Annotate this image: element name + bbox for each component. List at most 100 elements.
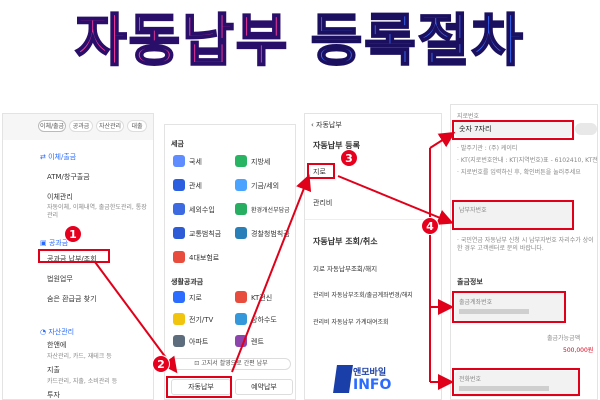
giro-number-label: 지로번호: [457, 113, 480, 120]
phone-number-field[interactable]: 전화번호: [455, 371, 579, 397]
menu-item-invest[interactable]: 투자: [47, 391, 60, 399]
water-icon: [235, 313, 247, 325]
utility-item-apartment[interactable]: 아파트: [189, 338, 209, 346]
menu-item-asset-1-desc: 자산관리, 카드, 재테크 등: [47, 353, 112, 360]
balance-label: 출금가능금액: [547, 335, 581, 342]
tax-item-non-tax[interactable]: 세외수입: [189, 206, 215, 214]
scan-bill-button[interactable]: ⊡ 고지서 촬영으로 간편 납부: [171, 358, 291, 370]
menu-item-expense-desc: 카드관리, 지출, 소비관리 등: [47, 378, 118, 385]
insurance-icon: [173, 251, 185, 263]
logo-mark: [333, 365, 353, 393]
non-tax-icon: [173, 203, 185, 215]
inquiry-item-3[interactable]: 관리비 자동납부 가계대여조회: [313, 319, 389, 326]
back-button[interactable]: ‹ 자동납부: [311, 121, 342, 129]
tax-item-fund[interactable]: 기금/세외: [251, 182, 280, 190]
title-part-2: 등록절차: [310, 8, 525, 75]
tax-header: 세금: [171, 140, 184, 148]
register-item-giro[interactable]: 지로: [313, 168, 326, 176]
highlight-auto-pay: [166, 376, 232, 398]
step-badge-3: 3: [340, 149, 358, 167]
electric-icon: [173, 313, 185, 325]
menu-item-asset-1[interactable]: 한앤에: [47, 341, 67, 349]
section-asset-title: ◔ 자산관리: [40, 328, 75, 336]
inquiry-item-1[interactable]: 지로 자동납부조회/해지: [313, 265, 378, 273]
logo-text-bottom: INFO: [353, 377, 392, 393]
tab-asset[interactable]: 자산관리: [96, 120, 124, 132]
highlight-giro: [307, 163, 335, 179]
step-badge-4: 4: [421, 217, 439, 235]
withdraw-account-field[interactable]: 출금계좌번호: [455, 293, 565, 321]
chevron-left-icon: ‹: [311, 121, 317, 129]
giro-info-3: · 지로번호를 입력하신 후, 확인버튼을 눌러주세요: [457, 169, 581, 176]
tab-loan[interactable]: 대출: [127, 120, 147, 132]
section-transfer-title: ⇄ 이체/출금: [40, 153, 77, 161]
section-icon: ◔: [40, 328, 49, 336]
register-item-maintenance[interactable]: 관리비: [313, 199, 333, 207]
local-tax-icon: [235, 155, 247, 167]
tax-item-local[interactable]: 지방세: [251, 158, 271, 166]
tax-item-national[interactable]: 국세: [189, 158, 202, 166]
tab-transfer[interactable]: 이체/출금: [38, 120, 66, 132]
utility-panel: 세금 국세 지방세 관세 기금/세외 세외수입 환경개선부담금 교통범칙금 경찰…: [164, 124, 296, 400]
giro-form-panel: ⌂ 지로번호 숫자 7자리 · 발주기관 : (주) 케이티 · KT(지로번호…: [450, 104, 598, 400]
section-icon: ⇄: [40, 153, 49, 161]
step-badge-2: 2: [152, 355, 170, 373]
highlight-payer-number: [452, 200, 574, 230]
rent-icon: [235, 335, 247, 347]
highlight-phone-number: [452, 368, 580, 396]
giro-icon: [173, 291, 185, 303]
menu-item-expense[interactable]: 지출: [47, 366, 60, 374]
auto-pay-register-header: 자동납부 등록: [313, 141, 360, 150]
apartment-icon: [173, 335, 185, 347]
masked-account: [459, 309, 529, 314]
inquiry-item-2[interactable]: 관리비 자동납부조회/출금계좌변경/해지: [313, 292, 413, 299]
balance-value: 500,000원: [563, 347, 594, 354]
fund-icon: [235, 179, 247, 191]
confirm-button[interactable]: [575, 123, 597, 135]
environment-icon: [235, 203, 247, 215]
customs-icon: [173, 179, 185, 191]
tax-item-environment[interactable]: 환경개선부담금: [251, 207, 290, 214]
title-part-1: 자동납부: [74, 8, 290, 75]
utility-item-water[interactable]: 상하수도: [251, 316, 277, 324]
menu-item-court[interactable]: 법원업무: [47, 275, 73, 283]
brand-logo: 앤모바일 INFO: [333, 361, 395, 397]
giro-info-2: · KT(지로번호안내 : KT(지역번호)표 - 6102410, KT전화료…: [457, 157, 597, 164]
menu-item-refund[interactable]: 숨은 환급금 찾기: [47, 295, 97, 303]
tab-utility[interactable]: 공과금: [69, 120, 93, 132]
step-badge-1: 1: [64, 225, 82, 243]
menu-item-utility-payment[interactable]: 공과금 납부/조회: [47, 255, 97, 263]
tax-item-police[interactable]: 경찰청범칙금: [251, 230, 290, 238]
utility-item-giro[interactable]: 지로: [189, 294, 202, 302]
logo-text-top: 앤모바일: [353, 368, 387, 378]
giro-number-field[interactable]: 숫자 7자리: [455, 121, 571, 137]
reserve-pay-button[interactable]: 예약납부: [235, 379, 293, 395]
national-tax-icon: [173, 155, 185, 167]
highlight-giro-number: [452, 120, 574, 140]
highlight-utility-payment: [38, 249, 110, 263]
traffic-fine-icon: [173, 227, 185, 239]
payer-number-field[interactable]: 납부자번호: [455, 201, 573, 229]
auto-pay-panel: ‹ 자동납부 자동납부 등록 지로 관리비 자동납부 조회/취소 지로 자동납부…: [304, 113, 442, 400]
masked-phone: [459, 386, 549, 391]
auto-pay-inquiry-header: 자동납부 조회/취소: [313, 237, 378, 246]
menu-item-transfer-desc: 자동이체, 이체내역, 출금한도관리, 통장관리: [47, 204, 147, 219]
tax-item-traffic[interactable]: 교통범칙금: [189, 230, 222, 238]
highlight-withdraw-account: [452, 291, 566, 323]
pension-note: · 국민연금 자동납부 신청 시 납부자번호 자리수가 상이한 경우 고객센터로…: [457, 237, 594, 252]
utility-item-kt[interactable]: KT전신: [251, 294, 273, 302]
tax-item-customs[interactable]: 관세: [189, 182, 202, 190]
kt-icon: [235, 291, 247, 303]
utility-header: 생활공과금: [171, 278, 204, 286]
utility-item-electric[interactable]: 전기/TV: [189, 316, 214, 324]
withdraw-info-header: 출금정보: [457, 278, 483, 286]
giro-info-1: · 발주기관 : (주) 케이티: [457, 145, 518, 152]
tax-item-insurance[interactable]: 4대보험료: [189, 254, 220, 262]
section-utility-title: ▣ 공과금: [40, 239, 69, 247]
section-icon: ▣: [40, 239, 49, 247]
menu-item-atm[interactable]: ATM/창구출금: [47, 173, 90, 181]
page-title: 자동납부 등록절차: [0, 2, 600, 82]
utility-item-rent[interactable]: 렌트: [251, 338, 264, 346]
menu-item-transfer-manage[interactable]: 이체관리: [47, 193, 73, 201]
scan-icon: ⊡: [194, 360, 202, 367]
